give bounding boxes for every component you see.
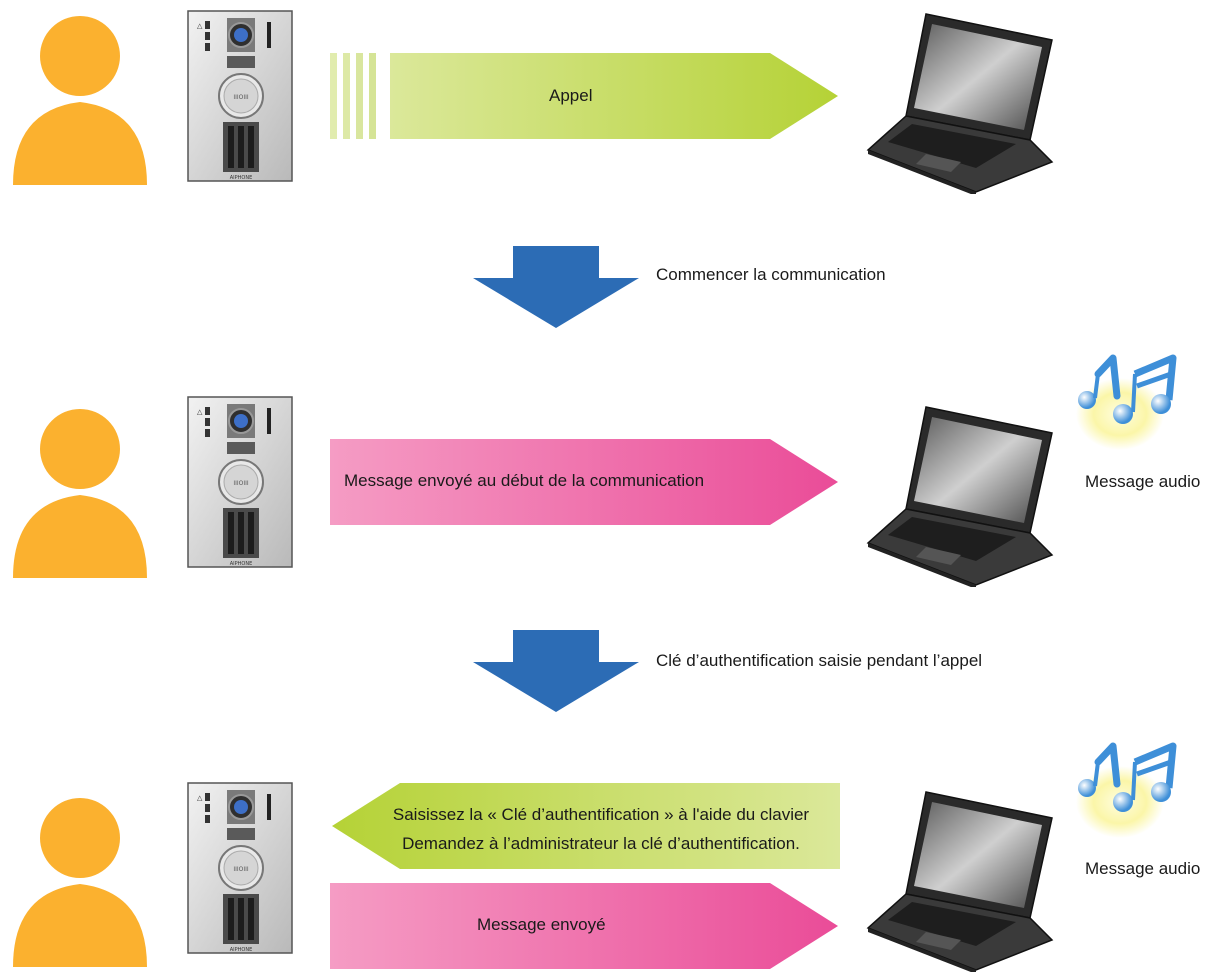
return-arrow-line-1: Saisissez la « Clé d’authentification » … bbox=[392, 805, 810, 824]
door-station-icon bbox=[187, 782, 293, 954]
door-station-icon bbox=[187, 396, 293, 568]
down-arrow-icon bbox=[473, 246, 639, 328]
transition-label-start: Commencer la communication bbox=[656, 265, 886, 284]
message-sent-arrow bbox=[330, 883, 838, 969]
call-arrow-label: Appel bbox=[549, 86, 593, 105]
door-station-icon bbox=[187, 10, 293, 182]
person-icon bbox=[8, 10, 153, 185]
call-arrow bbox=[330, 53, 838, 139]
down-arrow-icon bbox=[473, 630, 639, 712]
message-sent-label: Message envoyé bbox=[477, 915, 606, 934]
message-arrow-label: Message envoyé au début de la communicat… bbox=[344, 471, 705, 490]
return-arrow-text: Saisissez la « Clé d’authentification » … bbox=[330, 800, 872, 858]
return-arrow-line-2: Demandez à l’administrateur la clé d’aut… bbox=[402, 834, 800, 853]
audio-message-label: Message audio bbox=[1085, 859, 1201, 878]
laptop-icon bbox=[866, 790, 1056, 972]
return-arrow bbox=[332, 783, 840, 869]
transition-label-auth: Clé d’authentification saisie pendant l’… bbox=[656, 651, 983, 670]
message-arrow bbox=[330, 439, 838, 525]
music-notes-icon bbox=[1065, 352, 1180, 452]
music-notes-icon bbox=[1065, 740, 1180, 840]
person-icon bbox=[8, 792, 153, 967]
laptop-icon bbox=[866, 12, 1056, 194]
audio-message-label: Message audio bbox=[1085, 472, 1201, 491]
person-icon bbox=[8, 403, 153, 578]
laptop-icon bbox=[866, 405, 1056, 587]
